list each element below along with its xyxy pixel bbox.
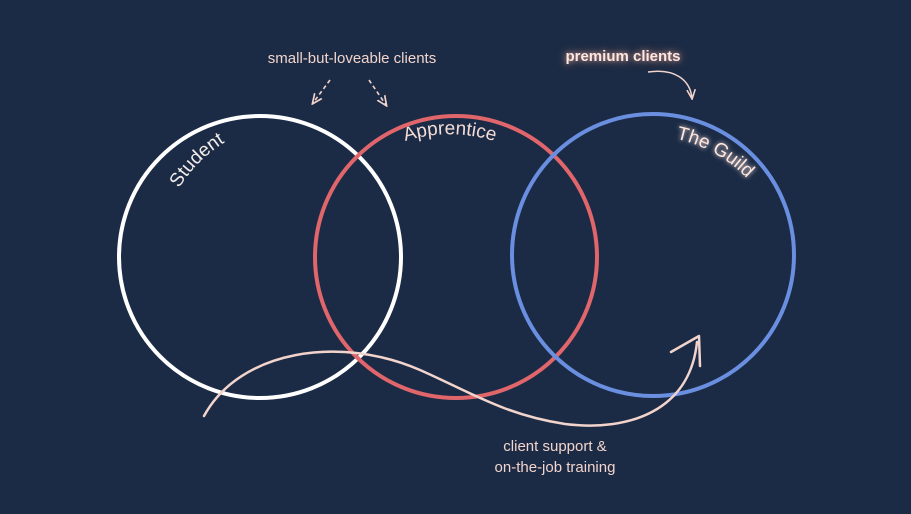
growth-arrow (202, 340, 699, 427)
premium-arrow (647, 70, 692, 98)
guild-label: The Guild (675, 123, 758, 182)
growth-arrow-head (669, 334, 702, 368)
student-label: Student (166, 128, 229, 191)
small-clients-annotation: small-but-loveable clients (267, 50, 437, 67)
support-annotation: client support & on-the-job training (470, 436, 640, 478)
apprentice-label: Apprentice (401, 118, 499, 146)
dashed-arrow-right (368, 79, 386, 105)
guild-circle (510, 112, 796, 398)
premium-clients-annotation: premium clients (565, 48, 681, 65)
support-line-1: client support & (503, 438, 607, 455)
support-line-2: on-the-job training (494, 459, 616, 476)
apprentice-circle (313, 114, 599, 400)
dashed-arrow-left (313, 79, 331, 103)
student-circle (117, 114, 403, 400)
